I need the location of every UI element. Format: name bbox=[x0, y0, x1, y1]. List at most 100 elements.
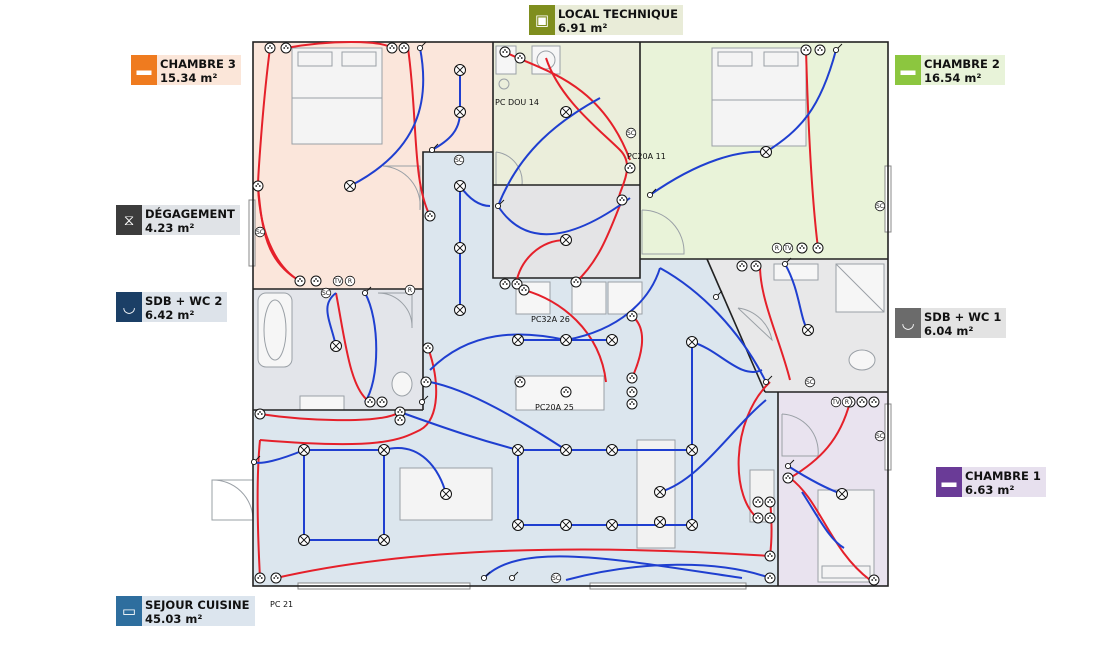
panel-icon: ▣ bbox=[529, 5, 555, 35]
ceiling-light-icon bbox=[560, 444, 572, 456]
washer-drum bbox=[536, 50, 556, 70]
lighting-circuit bbox=[383, 447, 447, 495]
ceiling-light-icon bbox=[686, 444, 698, 456]
room-text: DÉGAGEMENT 4.23 m² bbox=[142, 205, 240, 235]
circuit-label: PC DOU 14 bbox=[495, 98, 539, 107]
switch-symbol: SC bbox=[874, 430, 886, 442]
ceiling-light-icon bbox=[654, 486, 666, 498]
light-switch-icon bbox=[494, 199, 505, 210]
kitchen-island bbox=[515, 375, 605, 411]
light-switch-icon bbox=[781, 257, 792, 268]
network-outlet-symbol-label: R bbox=[408, 287, 412, 294]
light-switch-icon bbox=[784, 459, 795, 470]
tv-outlet-symbol-label: TV bbox=[831, 399, 841, 406]
power-outlet-icon bbox=[812, 242, 824, 254]
pillow bbox=[763, 51, 799, 67]
lighting-circuit bbox=[497, 197, 631, 236]
ceiling-light-icon bbox=[606, 519, 618, 531]
door-sdb-1 bbox=[737, 307, 773, 342]
room-area: 4.23 m² bbox=[145, 221, 195, 235]
power-outlet-icon bbox=[868, 396, 880, 408]
room-area: 15.34 m² bbox=[160, 71, 218, 85]
light-switch-icon bbox=[646, 188, 657, 199]
power-outlet-icon bbox=[626, 372, 638, 384]
room-area: 6.04 m² bbox=[924, 324, 974, 338]
sofa-icon: ▭ bbox=[116, 596, 142, 626]
lighting-circuit bbox=[349, 47, 425, 187]
room-label-sejour-cuisine[interactable]: ▭ SEJOUR CUISINE 45.03 m² bbox=[116, 596, 255, 630]
kitchen-sink bbox=[571, 281, 607, 315]
lighting-circuit bbox=[565, 563, 771, 581]
lighting-circuit bbox=[659, 399, 767, 493]
power-outlet-icon bbox=[424, 210, 436, 222]
lighting-circuit bbox=[326, 292, 337, 347]
power-circuit bbox=[631, 315, 644, 379]
light-switch-icon bbox=[418, 395, 429, 406]
toilet bbox=[848, 349, 876, 371]
power-outlet-icon bbox=[511, 278, 523, 290]
bed-icon: ▬ bbox=[936, 467, 962, 497]
power-outlet-icon bbox=[626, 398, 638, 410]
ceiling-light-icon bbox=[298, 444, 310, 456]
power-outlet-icon bbox=[270, 572, 282, 584]
room-label-chambre-3[interactable]: ▬ CHAMBRE 3 15.34 m² bbox=[131, 55, 241, 89]
lighting-circuit bbox=[429, 381, 567, 451]
ceiling-light-icon bbox=[454, 242, 466, 254]
network-outlet-symbol: R bbox=[344, 275, 356, 287]
room-label-chambre-2[interactable]: ▬ CHAMBRE 2 16.54 m² bbox=[895, 55, 1005, 89]
lighting-circuit bbox=[497, 97, 601, 207]
ceiling-light-icon bbox=[512, 444, 524, 456]
power-outlet-icon bbox=[782, 472, 794, 484]
light-switch-icon bbox=[762, 375, 773, 386]
tv-outlet-symbol-label: TV bbox=[333, 278, 343, 285]
bed-icon: ▬ bbox=[131, 55, 157, 85]
ceiling-light-icon bbox=[298, 534, 310, 546]
room-label-sdb-wc-2[interactable]: ◡ SDB + WC 2 6.42 m² bbox=[116, 292, 228, 326]
room-area: 6.91 m² bbox=[558, 21, 608, 35]
room-area: 6.42 m² bbox=[145, 308, 195, 322]
door-chambre-1 bbox=[781, 413, 819, 457]
power-outlet-icon bbox=[752, 496, 764, 508]
shower-diag bbox=[835, 263, 885, 313]
ceiling-light-icon bbox=[378, 444, 390, 456]
light-switch-icon bbox=[712, 290, 723, 301]
power-circuit bbox=[285, 41, 393, 49]
network-outlet-symbol: R bbox=[841, 396, 853, 408]
room-label-chambre-1[interactable]: ▬ CHAMBRE 1 6.63 m² bbox=[936, 467, 1046, 501]
room-name: CHAMBRE 2 bbox=[924, 57, 1000, 71]
switch-symbol-label: SC bbox=[806, 379, 814, 386]
room-name: LOCAL TECHNIQUE bbox=[558, 7, 679, 21]
switch-symbol-label: SC bbox=[455, 157, 463, 164]
network-outlet-symbol: R bbox=[404, 284, 416, 296]
light-switch-icon bbox=[428, 143, 439, 154]
light-switch-icon bbox=[416, 41, 427, 52]
room-label-sdb-wc-1[interactable]: ◡ SDB + WC 1 6.04 m² bbox=[895, 308, 1007, 342]
ceiling-light-icon bbox=[330, 340, 342, 352]
power-outlet-icon bbox=[624, 162, 636, 174]
power-outlet-icon bbox=[394, 406, 406, 418]
window bbox=[248, 199, 256, 267]
room-label-degagement[interactable]: ⧖ DÉGAGEMENT 4.23 m² bbox=[116, 205, 240, 239]
power-outlet-icon bbox=[310, 275, 322, 287]
power-circuit bbox=[759, 265, 791, 381]
room-area: 16.54 m² bbox=[924, 71, 982, 85]
toilet bbox=[391, 371, 413, 397]
power-outlet-icon bbox=[254, 572, 266, 584]
switch-symbol: SC bbox=[453, 154, 465, 166]
power-outlet-icon bbox=[560, 386, 572, 398]
power-outlet-icon bbox=[518, 284, 530, 296]
outer-wall bbox=[252, 41, 889, 587]
ceiling-light-icon bbox=[454, 304, 466, 316]
circuit-labels: PC DOU 14 PC20A 11 PC32A 26 PC20A 25 PC … bbox=[270, 98, 666, 609]
power-outlet-icon bbox=[420, 376, 432, 388]
room-text: CHAMBRE 1 6.63 m² bbox=[962, 467, 1046, 497]
room-text: LOCAL TECHNIQUE 6.91 m² bbox=[555, 5, 684, 35]
ceiling-lights bbox=[298, 64, 848, 546]
power-outlet-icon bbox=[514, 376, 526, 388]
room-label-local-technique[interactable]: ▣ LOCAL TECHNIQUE 6.91 m² bbox=[529, 5, 684, 39]
power-outlet-icon bbox=[254, 408, 266, 420]
bathtub-icon: ◡ bbox=[895, 308, 921, 338]
washbasin bbox=[299, 395, 345, 411]
